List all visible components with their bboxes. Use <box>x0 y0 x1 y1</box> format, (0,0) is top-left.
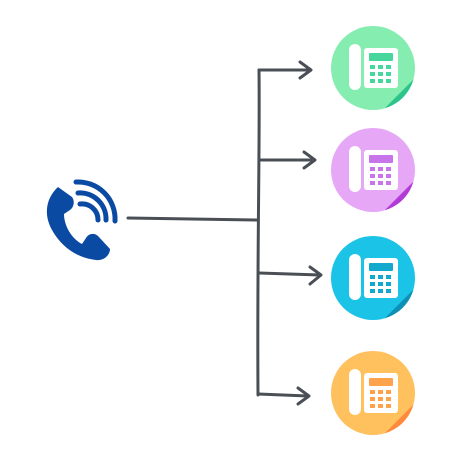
arrow-head <box>298 60 313 80</box>
desk-phone-key <box>378 397 383 401</box>
desk-phone-key <box>378 275 383 279</box>
desk-phone-key <box>378 72 383 76</box>
connector-lines <box>126 60 323 406</box>
desk-phone-key <box>378 289 383 293</box>
desk-phone-key <box>370 282 375 286</box>
desk-phone-key <box>386 167 391 171</box>
arrow-head <box>296 386 311 406</box>
icon-circle-shade <box>365 162 415 212</box>
desk-phone-key <box>378 181 383 185</box>
desk-phone-key <box>370 181 375 185</box>
desk-phone-key <box>386 282 391 286</box>
desk-phone-key <box>386 79 391 83</box>
desk-phone-key <box>378 79 383 83</box>
icon-shade-clip <box>365 162 415 212</box>
desk-phone-key <box>386 174 391 178</box>
icon-circle-shade <box>365 60 415 110</box>
icon-circle-shade <box>365 270 415 320</box>
ringing-handset-icon <box>46 179 118 261</box>
signal-wave-medium <box>75 190 109 223</box>
desk-phone-key <box>378 404 383 408</box>
destination-desk-phone-1 <box>331 26 415 110</box>
desk-phone-key <box>370 397 375 401</box>
desk-phone-key <box>386 275 391 279</box>
branch-arrow <box>257 271 322 277</box>
desk-phone-screen <box>369 155 393 163</box>
desk-phone-key <box>370 289 375 293</box>
desk-phone-key <box>370 72 375 76</box>
desk-phone-key <box>370 174 375 178</box>
desk-phone-handset <box>349 369 361 415</box>
desk-phone-key <box>386 390 391 394</box>
desk-phone-key <box>370 275 375 279</box>
desk-phone-key <box>370 390 375 394</box>
destination-desk-phone-2 <box>331 128 415 212</box>
desk-phone-handset <box>349 146 361 192</box>
trunk-line <box>126 216 260 222</box>
desk-phone-screen <box>369 378 393 386</box>
desk-phone-handset <box>349 44 361 90</box>
handset-shape <box>46 187 110 261</box>
desk-phone-key <box>370 65 375 69</box>
desk-phone-key <box>386 181 391 185</box>
vertical-bus-line <box>256 68 261 397</box>
desk-phone-key <box>386 397 391 401</box>
desk-phone-handset <box>349 254 361 300</box>
desk-phone-key <box>378 174 383 178</box>
icon-shade-clip <box>365 60 415 110</box>
destination-desk-phone-4 <box>331 351 415 435</box>
desk-phone-key <box>386 289 391 293</box>
desk-phone-key <box>378 167 383 171</box>
desk-phone-key <box>386 72 391 76</box>
signal-wave-large <box>73 179 118 224</box>
signal-wave-small <box>77 201 101 223</box>
desk-phone-key <box>370 79 375 83</box>
arrow-head <box>302 150 317 170</box>
desk-phone-key <box>370 404 375 408</box>
desk-phone-key <box>378 65 383 69</box>
desk-phone-screen <box>369 53 393 61</box>
icon-shade-clip <box>365 385 415 435</box>
icon-circle-shade <box>365 385 415 435</box>
desk-phone-key <box>386 65 391 69</box>
desk-phone-key <box>378 390 383 394</box>
icon-shade-clip <box>365 270 415 320</box>
desk-phone-key <box>370 167 375 171</box>
desk-phone-key <box>386 404 391 408</box>
destination-desk-phone-3 <box>331 236 415 320</box>
branch-arrow <box>256 392 310 398</box>
arrow-head <box>308 265 323 286</box>
desk-phone-key <box>378 282 383 286</box>
desk-phone-screen <box>369 263 393 271</box>
